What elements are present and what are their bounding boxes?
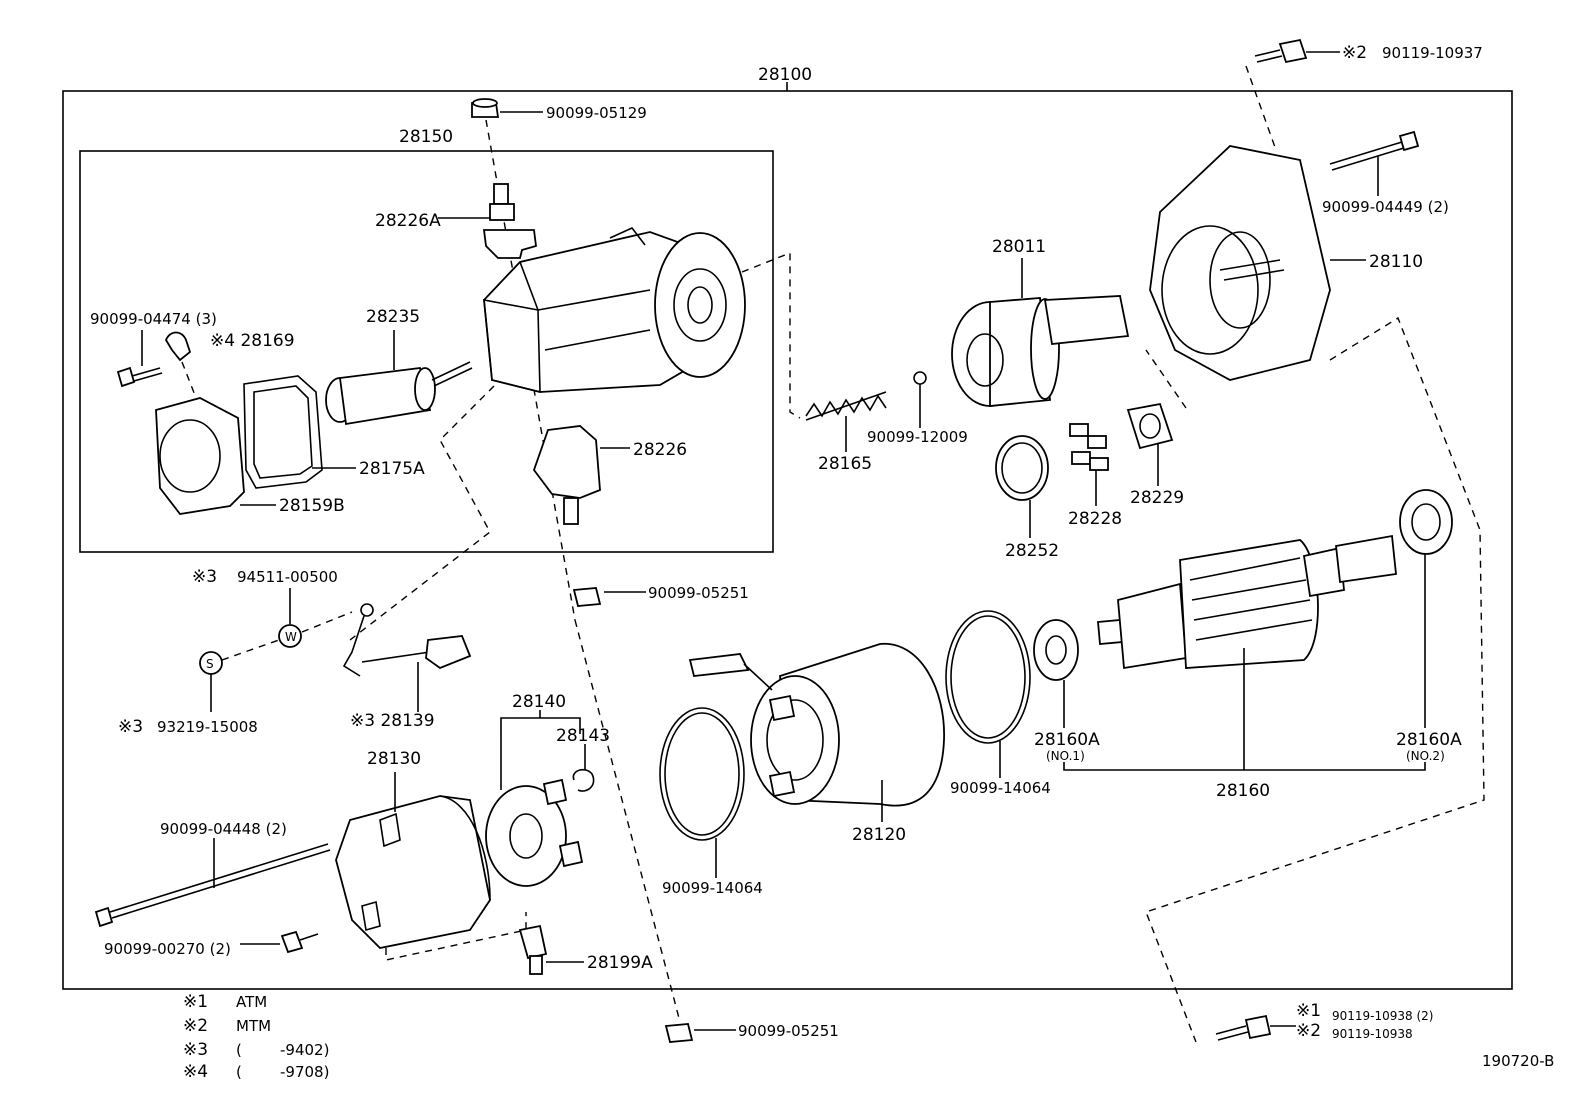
note-3-mark: ※3 (183, 1040, 208, 1060)
end-frame-28130: 28130 (335, 749, 491, 949)
through-bolt-90099-04448: 90099-04448 (2) (94, 820, 331, 928)
note-1-text: ATM (236, 993, 267, 1011)
o-ring-90099-14064-right: 90099-14064 (945, 610, 1051, 797)
bolt-90099-04474: 90099-04474 (3) (90, 310, 217, 388)
brush-28199A: 28199A (518, 924, 653, 975)
label-28130: 28130 (367, 749, 421, 769)
plunger-28235: 28235 (325, 307, 473, 426)
label-28199A: 28199A (587, 953, 653, 973)
label-28226A: 28226A (375, 211, 441, 231)
label-28011: 28011 (992, 237, 1046, 257)
assembly-28150-label: 28150 (399, 127, 453, 147)
label-90099-04449: 90099-04449 (2) (1322, 198, 1449, 216)
label-90099-14064-right: 90099-14064 (950, 779, 1051, 797)
label-90099-05129: 90099-05129 (546, 104, 647, 122)
circle-letter-s: S (206, 657, 214, 671)
figure-code: 190720-B (1482, 1052, 1554, 1070)
label-28160: 28160 (1216, 781, 1270, 801)
label-90119-10938-a: 90119-10938 (2) (1332, 1009, 1434, 1023)
nut-90099-05251-upper: 90099-05251 (572, 584, 749, 607)
note-2-text: MTM (236, 1017, 271, 1035)
housing-28110: 28110 (1149, 145, 1423, 381)
label-28120: 28120 (852, 825, 906, 845)
gasket-28175A: 28175A (243, 375, 425, 489)
label-28165: 28165 (818, 454, 872, 474)
label-28160A-no1-sub: (NO.1) (1046, 749, 1085, 763)
screw-90099-00270: 90099-00270 (2) (104, 930, 319, 958)
label-28159B: 28159B (279, 496, 345, 516)
mark-90119-10938-b: ※2 (1296, 1021, 1321, 1041)
label-90099-14064-left: 90099-14064 (662, 879, 763, 897)
label-28140: 28140 (512, 692, 566, 712)
note-3-text: ( -9402) (236, 1041, 329, 1059)
terminal-bolt-28226A: 28226A (375, 183, 537, 259)
label-28175A: 28175A (359, 459, 425, 479)
label-28226: 28226 (633, 440, 687, 460)
washer-94511-00500: ※3 94511-00500 W (192, 567, 338, 648)
label-90099-04474: 90099-04474 (3) (90, 310, 217, 328)
clamp-28169: ※4 28169 (164, 331, 295, 362)
label-90119-10937: 90119-10937 (1382, 44, 1483, 62)
label-28228: 28228 (1068, 509, 1122, 529)
label-90099-12009: 90099-12009 (867, 428, 968, 446)
assembly-28150-frame: 28150 (79, 127, 774, 553)
screw-93219-15008: S ※3 93219-15008 (118, 651, 258, 737)
note-2-mark: ※2 (183, 1016, 208, 1036)
rollers-28228: 28228 (1068, 423, 1122, 529)
armature-28160 (1097, 534, 1397, 770)
solenoid-housing (483, 227, 746, 394)
brush-spring-28143: 28143 (556, 726, 610, 792)
label-90099-04448: 90099-04448 (2) (160, 820, 287, 838)
label-28252: 28252 (1005, 541, 1059, 561)
clutch-28011: 28011 (951, 237, 1130, 407)
bolt-90119-10937: ※2 90119-10937 (1254, 38, 1483, 64)
label-28143: 28143 (556, 726, 610, 746)
label-90099-05251-upper: 90099-05251 (648, 584, 749, 602)
assembly-28100-frame: 28100 (62, 65, 1513, 990)
label-28160A-no2-sub: (NO.2) (1406, 749, 1445, 763)
nut-90099-05251-lower: 90099-05251 (664, 1022, 839, 1043)
retainer-28229: 28229 (1126, 402, 1184, 508)
label-28169: ※4 28169 (210, 331, 295, 351)
mark-90119-10937: ※2 (1342, 43, 1367, 63)
cap-90099-05129: 90099-05129 (471, 98, 647, 122)
notes-legend: ※1 ATM ※2 MTM ※3 ( -9402) ※4 ( -9708) (183, 992, 329, 1082)
label-28160A-no2: 28160A (1396, 730, 1462, 750)
lead-wire-28139: ※3 28139 (342, 603, 472, 731)
mark-94511: ※3 (192, 567, 217, 587)
brush-holder-28140: 28140 (485, 692, 584, 887)
label-28139: ※3 28139 (350, 711, 435, 731)
label-28110: 28110 (1369, 252, 1423, 272)
note-4-text: ( -9708) (236, 1063, 329, 1081)
label-28235: 28235 (366, 307, 420, 327)
mark-93219: ※3 (118, 717, 143, 737)
label-90099-05251-lower: 90099-05251 (738, 1022, 839, 1040)
terminal-28226: 28226 (532, 425, 687, 525)
circle-letter-w: W (285, 630, 297, 644)
label-28160A-no1: 28160A (1034, 730, 1100, 750)
spring-28165: 28165 (805, 391, 887, 474)
label-90119-10938-b: 90119-10938 (1332, 1027, 1413, 1041)
o-ring-90099-14064-left: 90099-14064 (659, 707, 763, 897)
cover-28159B: 28159B (155, 397, 345, 516)
bearing-28160A-no1: 28160A (NO.1) (1033, 619, 1100, 763)
mark-90119-10938-a: ※1 (1296, 1001, 1321, 1021)
label-93219-15008: 93219-15008 (157, 718, 258, 736)
ball-90099-12009: 90099-12009 (867, 371, 968, 446)
armature-bracket: 28160 (1063, 762, 1426, 801)
bolt-90119-10938: ※1 90119-10938 (2) ※2 90119-10938 (1215, 1001, 1434, 1041)
bearing-28160A-no2: 28160A (NO.2) (1396, 489, 1462, 763)
label-94511-00500: 94511-00500 (237, 568, 338, 586)
label-28229: 28229 (1130, 488, 1184, 508)
note-4-mark: ※4 (183, 1062, 208, 1082)
assembly-28100-label: 28100 (758, 65, 812, 85)
label-90099-00270: 90099-00270 (2) (104, 940, 231, 958)
bolt-90099-04449: 90099-04449 (2) (1322, 130, 1449, 216)
idler-gear-28252: 28252 (995, 435, 1059, 561)
yoke-28120: 28120 (688, 643, 945, 845)
note-1-mark: ※1 (183, 992, 208, 1012)
